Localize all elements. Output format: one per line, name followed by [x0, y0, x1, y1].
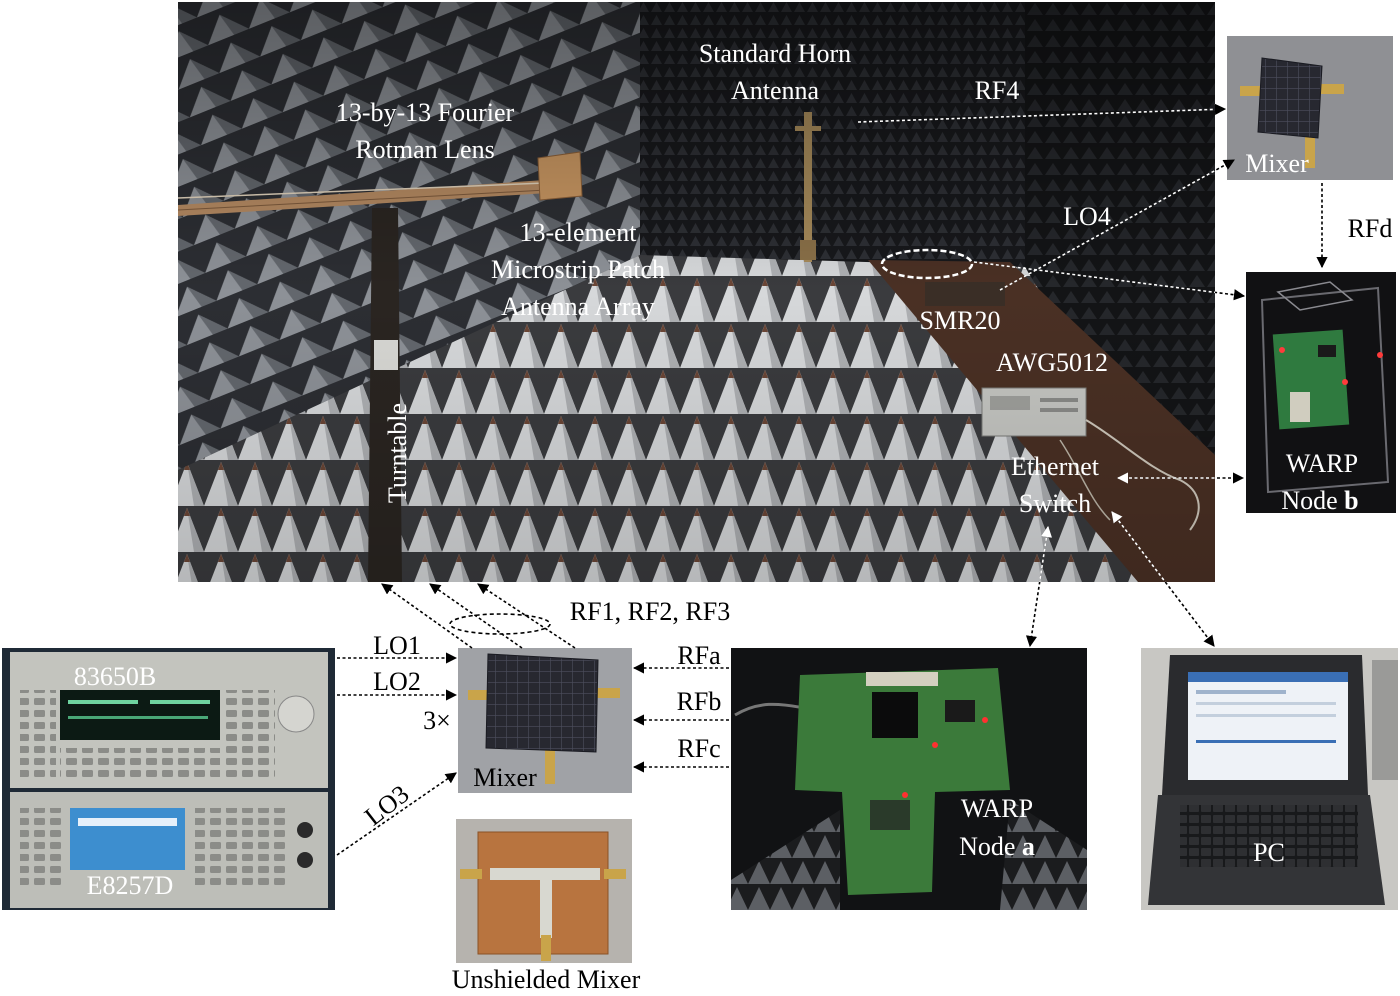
- rf4-label: RF4: [975, 76, 1020, 105]
- rf4-arrow-overlay: [857, 103, 1215, 123]
- horn-antenna-label-line1: Standard Horn: [699, 39, 851, 68]
- rf1-rf2-rf3-label: RF1, RF2, RF3: [570, 597, 730, 626]
- rf2-arrow: [429, 583, 523, 649]
- anechoic-chamber-photo: 13-by-13 Fourier Rotman Lens Standard Ho…: [178, 2, 1215, 582]
- lo4-label: LO4: [1063, 202, 1111, 231]
- ethernet-switch-label-line1: Ethernet: [1011, 452, 1100, 481]
- switch-pc-link-overlay: [1111, 511, 1215, 582]
- awg5012-label: AWG5012: [996, 348, 1108, 377]
- mixer-top-label: Mixer: [1245, 149, 1309, 178]
- smr20-highlight-ellipse: [880, 248, 974, 280]
- smr20-label: SMR20: [920, 306, 1001, 335]
- switch-warp-a-link: [1025, 525, 1053, 648]
- rf3-arrow: [477, 583, 576, 649]
- lo3-arrow: [336, 772, 457, 856]
- warp-node-b-label: Node b: [1281, 486, 1358, 515]
- warp-node-a-label: Node a: [959, 832, 1035, 861]
- turntable-label: Turntable: [383, 403, 412, 503]
- rfa-label: RFa: [677, 641, 721, 670]
- rf1-arrow: [381, 583, 473, 649]
- ethernet-switch-label-line2: Switch: [1019, 489, 1091, 518]
- rotman-lens-label-line1: 13-by-13 Fourier: [336, 98, 515, 127]
- rfc-label: RFc: [677, 734, 720, 763]
- unshielded-mixer-photo: [456, 819, 632, 963]
- lo2-label: LO2: [373, 667, 421, 696]
- rfb-label: RFb: [677, 687, 722, 716]
- mixer-photo-top: Mixer: [1227, 36, 1393, 180]
- warp-node-b-photo: WARP Node b: [1246, 272, 1396, 515]
- lo4-arrow-overlay: [999, 169, 1215, 291]
- rotman-lens-label-line2: Rotman Lens: [355, 135, 494, 164]
- warp-node-a-photo: WARP Node a: [731, 648, 1087, 910]
- connection-arrows-in-chamber: [857, 103, 1215, 582]
- unshielded-mixer-caption: Unshielded Mixer: [452, 965, 641, 994]
- array-label-line1: 13-element: [520, 218, 638, 247]
- horn-antenna-label-line2: Antenna: [731, 76, 820, 105]
- generator-83650b-label: 83650B: [74, 662, 156, 691]
- rf-bundle-ellipse: [449, 613, 551, 635]
- warp-node-b-title: WARP: [1286, 449, 1358, 478]
- pc-label: PC: [1253, 838, 1285, 867]
- lo1-label: LO1: [373, 631, 421, 660]
- mixer-main-label: Mixer: [473, 763, 537, 792]
- lo3-label: LO3: [359, 779, 414, 831]
- generator-e8257d-label: E8257D: [87, 871, 174, 900]
- array-label-line2: Microstrip Patch: [491, 255, 665, 284]
- mixer-count-label: 3×: [423, 706, 451, 735]
- mixer-photo-main: Mixer: [458, 648, 632, 793]
- rfd-label: RFd: [1348, 214, 1393, 243]
- signal-generators-photo: 83650B E8257D: [2, 648, 335, 910]
- array-label-line3: Antenna Array: [501, 292, 655, 321]
- warp-node-a-title: WARP: [961, 794, 1033, 823]
- smr20-to-warp-b-arrow-overlay: [973, 261, 1215, 294]
- pc-photo: PC: [1141, 648, 1398, 910]
